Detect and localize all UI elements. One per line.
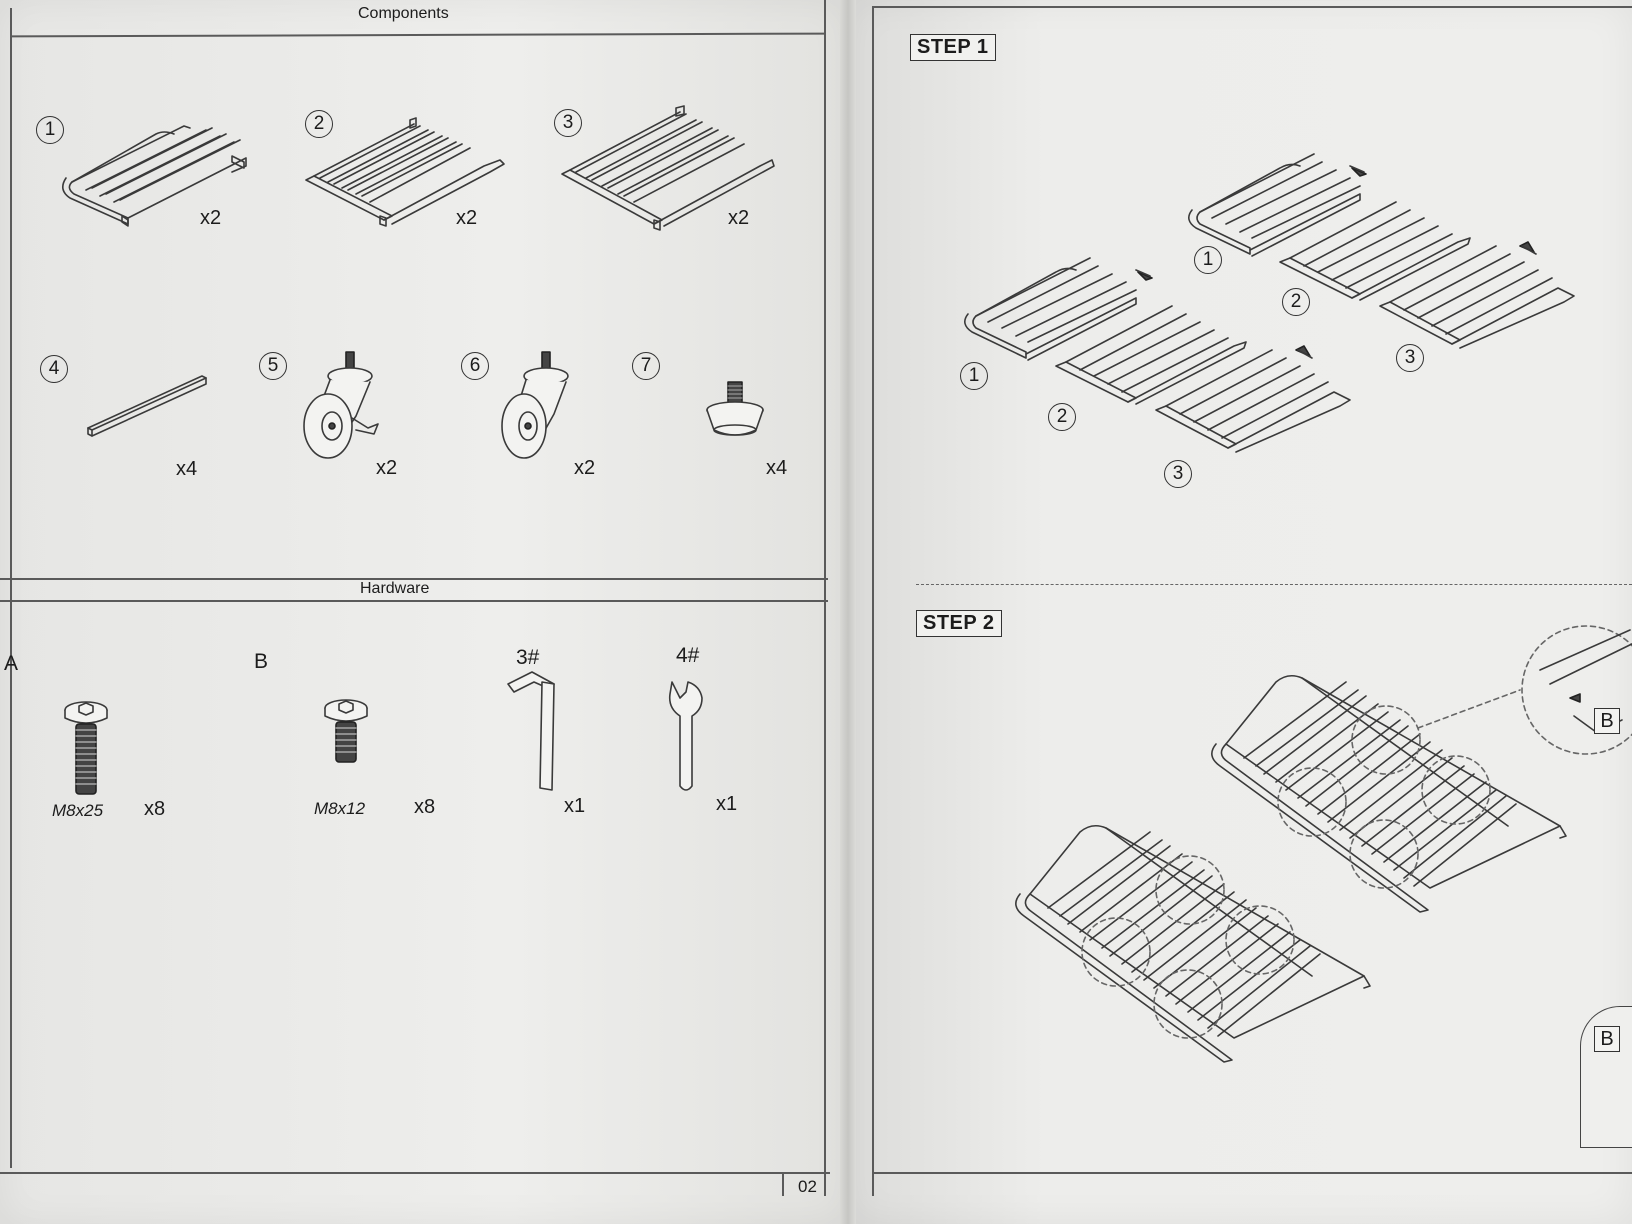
- step1-part-number: 1: [1194, 246, 1222, 274]
- component-qty: x2: [376, 457, 398, 479]
- shelf-frame-rounded-illustration: [62, 125, 247, 227]
- callout-detail-magnifier: [1521, 625, 1632, 755]
- step1-part-number: 1: [960, 362, 988, 390]
- component-qty: x4: [766, 457, 788, 479]
- connecting-rod-illustration: [87, 375, 207, 437]
- step2-assembly-diagram: [1015, 674, 1567, 1063]
- leveling-foot-illustration: [706, 381, 764, 436]
- hardware-qty: x8: [144, 798, 166, 820]
- right-frame-top: [872, 6, 1632, 8]
- step1-part-number: 2: [1282, 288, 1310, 316]
- components-title: Components: [358, 5, 449, 22]
- hardware-header-rule: [0, 600, 828, 602]
- step1-bottom-frame-end: [1155, 349, 1351, 453]
- component-number: 2: [305, 110, 333, 138]
- left-page: [0, 0, 848, 1224]
- step1-part-number: 3: [1396, 344, 1424, 372]
- hardware-spec: M8x25: [52, 801, 104, 820]
- step1-title: STEP 1: [910, 34, 996, 61]
- shelf-frame-straight-illustration: [305, 117, 505, 227]
- book-spine: [840, 0, 856, 1224]
- page-number-box-left: [782, 1172, 784, 1196]
- page-number: 02: [798, 1177, 817, 1196]
- hardware-top-rule: [0, 578, 828, 580]
- arrow-icon: [1519, 241, 1535, 253]
- hardware-label: 4#: [676, 644, 700, 667]
- component-number: 4: [40, 355, 68, 383]
- step1-top-frame-end: [1379, 245, 1575, 349]
- arrow-icon: [1295, 345, 1311, 357]
- step-divider: [916, 584, 1632, 585]
- corner-hardware-label: B: [1594, 1026, 1620, 1052]
- arrow-icon: [1137, 271, 1153, 281]
- hardware-label: B: [254, 650, 269, 673]
- component-qty: x2: [200, 207, 222, 229]
- step2-title: STEP 2: [916, 610, 1002, 637]
- bolt-m8x12-illustration: [324, 699, 368, 763]
- component-qty: x2: [456, 207, 478, 229]
- component-qty: x2: [574, 457, 596, 479]
- step1-top-frame-middle: [1279, 201, 1471, 301]
- hardware-qty: x1: [716, 793, 738, 815]
- hardware-spec: M8x12: [314, 799, 366, 818]
- component-number: 3: [554, 109, 582, 137]
- left-frame-right-border: [824, 0, 826, 1196]
- step1-bottom-frame-rounded: [964, 257, 1137, 361]
- bolt-m8x25-illustration: [64, 701, 108, 795]
- arrow-icon: [1349, 165, 1365, 173]
- wrench-illustration: [668, 681, 703, 791]
- component-qty: x2: [728, 207, 750, 229]
- arrow-icon: [1521, 245, 1537, 255]
- callout-hardware-label: B: [1594, 708, 1620, 734]
- footer-rule: [0, 1172, 830, 1174]
- hardware-title: Hardware: [360, 580, 430, 597]
- hex-key-illustration: [507, 671, 555, 791]
- arrow-icon: [1351, 167, 1367, 177]
- hardware-qty: x1: [564, 795, 586, 817]
- component-number: 6: [461, 352, 489, 380]
- arrow-icon: [1297, 349, 1313, 359]
- step1-part-number: 2: [1048, 403, 1076, 431]
- component-number: 7: [632, 352, 660, 380]
- component-number: 5: [259, 352, 287, 380]
- hardware-qty: x8: [414, 796, 436, 818]
- hardware-label: 3#: [516, 646, 540, 669]
- step1-bottom-frame-middle: [1055, 305, 1247, 405]
- component-number: 1: [36, 116, 64, 144]
- right-footer-rule: [872, 1172, 1632, 1174]
- locking-caster-wheel-illustration: [303, 351, 379, 459]
- step1-top-frame-rounded: [1188, 153, 1361, 257]
- arrow-icon: [1135, 269, 1151, 277]
- right-frame-left: [872, 6, 874, 1196]
- step1-assembly-diagram: [964, 153, 1575, 453]
- component-qty: x4: [176, 458, 198, 480]
- step1-part-number: 3: [1164, 460, 1192, 488]
- caster-wheel-illustration: [501, 351, 569, 459]
- shelf-frame-straight-illustration: [561, 105, 775, 231]
- left-frame-border: [10, 8, 12, 1168]
- hardware-label: A: [4, 652, 19, 675]
